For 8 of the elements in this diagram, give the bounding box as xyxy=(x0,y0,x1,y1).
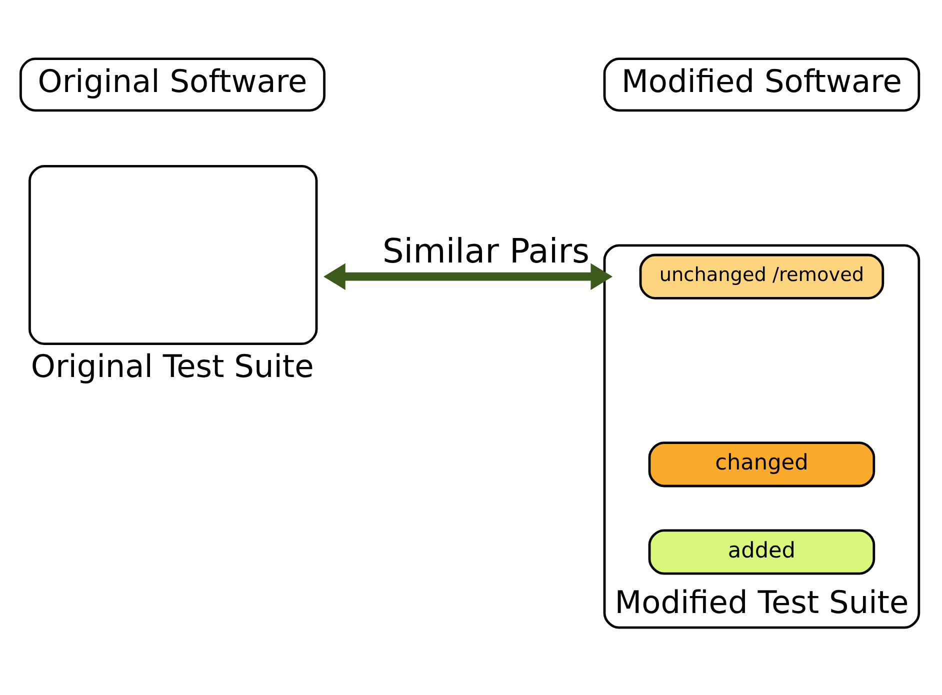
node-box: Original Software xyxy=(20,57,326,112)
arrow xyxy=(324,262,613,290)
node-label: Original Test Suite xyxy=(30,348,314,385)
edge-label: Similar Pairs xyxy=(382,231,590,270)
node-box: Modified Software xyxy=(603,57,920,112)
node-box: unchanged /removed xyxy=(639,253,884,299)
node-box: added xyxy=(648,528,876,574)
node-box: changed xyxy=(648,441,876,487)
